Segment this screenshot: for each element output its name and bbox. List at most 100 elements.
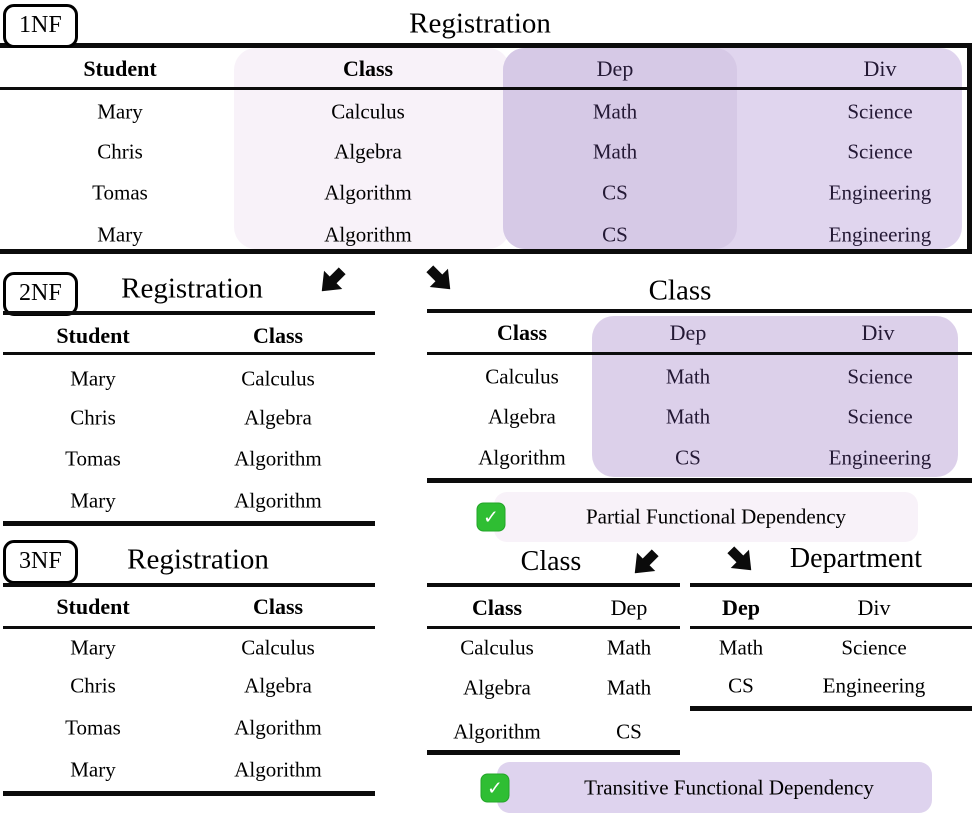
- arrow-down-right-icon: [721, 540, 761, 580]
- table-cell: CS: [602, 180, 628, 205]
- nf3-dept-top-rule: [690, 583, 972, 587]
- table-cell: Calculus: [241, 635, 315, 660]
- table-cell: Engineering: [822, 673, 926, 698]
- transitive-dependency-label: Transitive Functional Dependency: [584, 775, 874, 800]
- table-cell: Tomas: [65, 715, 121, 740]
- nf2-registration-title: Registration: [121, 272, 263, 305]
- nf3-reg-header-class: Class: [252, 594, 304, 619]
- table-cell: Science: [847, 404, 913, 429]
- nf2-reg-header-rule: [3, 352, 375, 355]
- check-icon: ✓: [480, 773, 510, 803]
- table-cell: Math: [665, 404, 711, 429]
- table-cell: Mary: [70, 757, 116, 782]
- table-cell: Algebra: [244, 405, 312, 430]
- table-cell: Calculus: [485, 364, 559, 389]
- nf1-bottom-rule: [0, 249, 972, 254]
- nf3-dept-header-dep: Dep: [722, 595, 760, 620]
- partial-dependency-label: Partial Functional Dependency: [585, 504, 847, 529]
- table-cell: Engineering: [828, 445, 932, 470]
- table-cell: Math: [592, 139, 638, 164]
- nf3-reg-bottom-rule: [3, 791, 375, 796]
- table-cell: Math: [606, 635, 652, 660]
- nf2-badge: 2NF: [3, 272, 78, 316]
- arrow-down-left-icon: [625, 543, 665, 583]
- table-cell: Engineering: [828, 222, 932, 247]
- table-cell: Math: [606, 675, 652, 700]
- nf3-badge-label: 3NF: [19, 548, 62, 574]
- nf2-reg-bottom-rule: [3, 521, 375, 526]
- check-glyph: ✓: [483, 506, 499, 528]
- table-cell: Calculus: [331, 99, 405, 124]
- table-cell: Tomas: [65, 446, 121, 471]
- table-cell: Algebra: [244, 673, 312, 698]
- nf1-header-class: Class: [342, 56, 394, 81]
- nf3-cls-header-rule: [427, 626, 680, 629]
- arrow-down-right-icon: [420, 259, 460, 299]
- transitive-dependency-note: [497, 762, 932, 813]
- nf2-badge-label: 2NF: [19, 280, 62, 306]
- nf1-top-rule: [0, 43, 972, 48]
- table-cell: Algorithm: [324, 180, 412, 205]
- table-cell: Math: [665, 364, 711, 389]
- nf3-department-title: Department: [789, 543, 923, 574]
- check-icon: ✓: [476, 502, 506, 532]
- table-cell: Calculus: [241, 366, 315, 391]
- nf1-header-div: Div: [863, 56, 897, 81]
- table-cell: Mary: [70, 635, 116, 660]
- nf2-cls-header-div: Div: [861, 320, 895, 345]
- table-cell: Mary: [97, 222, 143, 247]
- partial-dependency-note: [494, 492, 918, 542]
- table-cell: Algorithm: [234, 488, 322, 513]
- table-cell: Mary: [70, 366, 116, 391]
- nf3-registration-title: Registration: [127, 543, 269, 576]
- nf3-cls-top-rule: [427, 583, 680, 587]
- table-cell: Calculus: [460, 635, 534, 660]
- table-cell: Science: [841, 635, 907, 660]
- table-cell: CS: [616, 719, 642, 744]
- nf3-dept-header-div: Div: [857, 595, 891, 620]
- nf2-cls-header-rule: [427, 352, 972, 355]
- nf1-badge: 1NF: [3, 4, 78, 48]
- table-cell: Science: [847, 99, 913, 124]
- nf2-reg-header-class: Class: [252, 323, 304, 348]
- check-glyph: ✓: [487, 777, 503, 799]
- nf2-depdiv-highlight: [592, 316, 958, 477]
- nf2-cls-bottom-rule: [427, 478, 972, 483]
- nf2-cls-header-class: Class: [496, 320, 548, 345]
- nf3-reg-header-rule: [3, 626, 375, 629]
- table-cell: Mary: [97, 99, 143, 124]
- nf1-class-column-highlight: [234, 48, 510, 249]
- table-cell: Chris: [70, 673, 116, 698]
- nf2-class-title: Class: [648, 274, 712, 307]
- nf1-header-student: Student: [83, 56, 157, 81]
- table-cell: CS: [675, 445, 701, 470]
- table-cell: Algorithm: [324, 222, 412, 247]
- table-cell: Chris: [70, 405, 116, 430]
- table-cell: Algorithm: [453, 719, 541, 744]
- nf1-right-rule: [967, 43, 972, 253]
- table-cell: Engineering: [828, 180, 932, 205]
- nf3-cls-header-class: Class: [471, 595, 523, 620]
- nf3-reg-top-rule: [3, 583, 375, 587]
- table-cell: Chris: [97, 139, 143, 164]
- nf1-header-rule: [0, 87, 972, 90]
- nf3-reg-header-student: Student: [56, 594, 130, 619]
- nf2-cls-header-dep: Dep: [669, 320, 707, 345]
- nf1-header-dep: Dep: [596, 56, 634, 81]
- nf3-cls-bottom-rule: [427, 750, 680, 755]
- table-cell: Algebra: [334, 139, 402, 164]
- nf1-dep-column-highlight: [503, 48, 737, 249]
- nf1-badge-label: 1NF: [19, 12, 62, 38]
- nf3-dept-bottom-rule: [690, 706, 972, 711]
- nf2-reg-top-rule: [3, 311, 375, 315]
- table-cell: Algorithm: [478, 445, 566, 470]
- table-cell: Algorithm: [234, 715, 322, 740]
- table-cell: Tomas: [92, 180, 148, 205]
- nf2-reg-header-student: Student: [56, 323, 130, 348]
- table-cell: Algebra: [488, 404, 556, 429]
- table-cell: Algorithm: [234, 757, 322, 782]
- table-cell: Science: [847, 139, 913, 164]
- arrow-down-left-icon: [312, 261, 352, 301]
- table-cell: Science: [847, 364, 913, 389]
- table-cell: Math: [718, 635, 764, 660]
